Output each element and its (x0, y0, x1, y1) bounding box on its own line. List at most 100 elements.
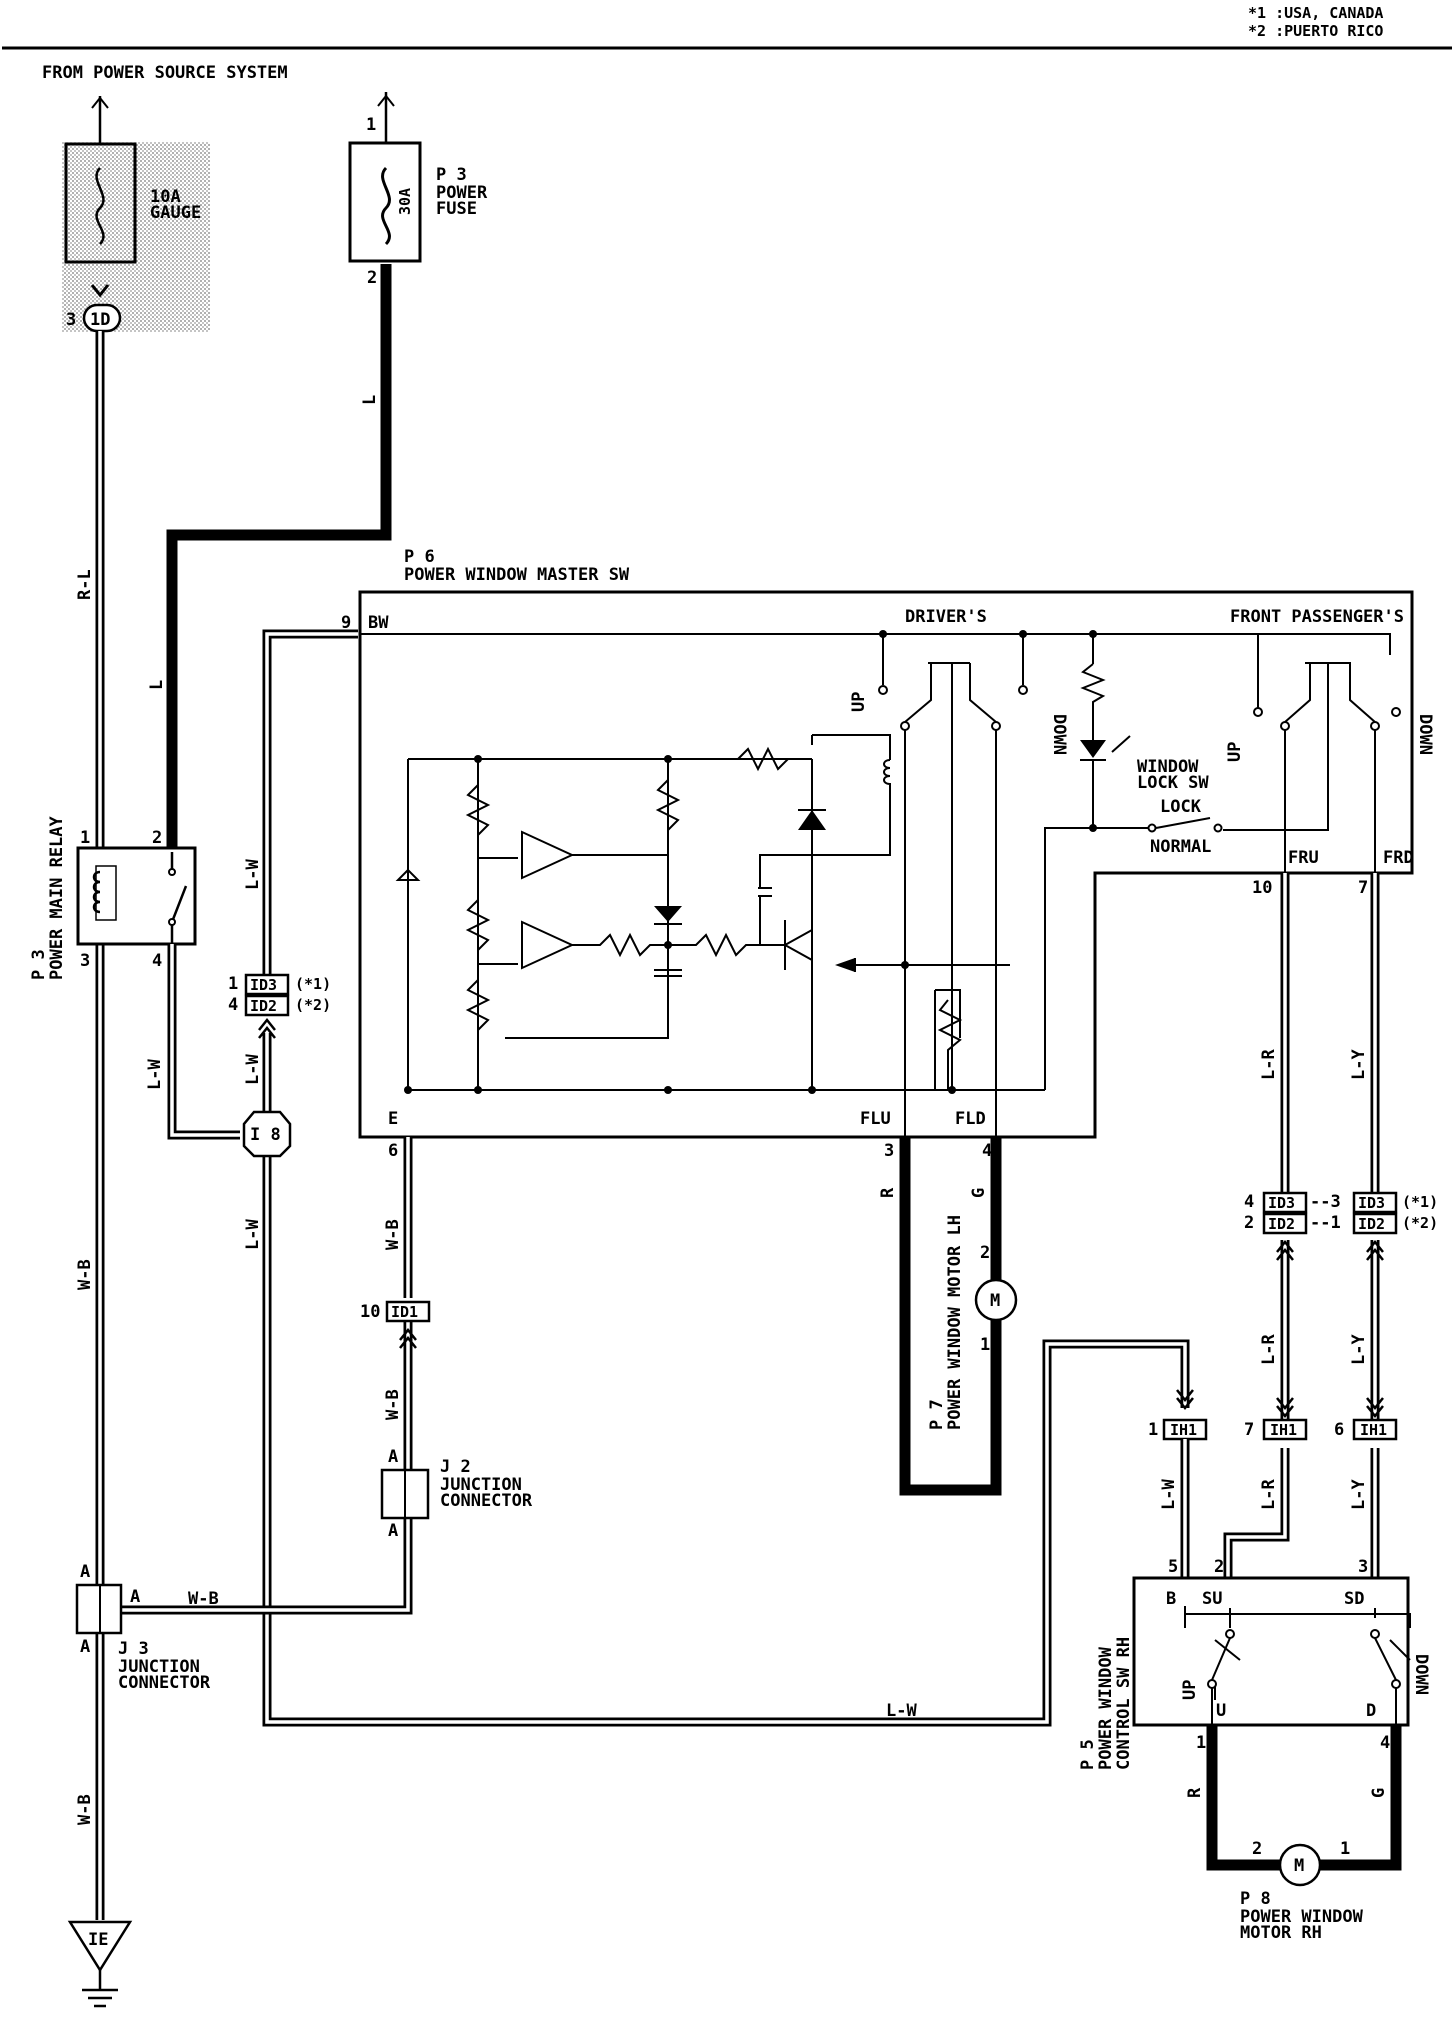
id3-mid-dash: --3 (1310, 1192, 1341, 1212)
j2-a-bottom: A (388, 1521, 398, 1541)
ground-icon (82, 1970, 118, 2008)
gauge-pin: 3 (66, 310, 76, 330)
j3-a-top: A (80, 1562, 90, 1582)
wire-label-lr1: L-R (1259, 1049, 1279, 1080)
motor-rh-m: M (1294, 1856, 1304, 1876)
connector-id2-mid-label: ID2 (1268, 1215, 1295, 1233)
connector-id3-right-label: ID3 (1358, 1194, 1385, 1212)
arrow-icon (377, 94, 395, 107)
power-fuse-box (348, 141, 422, 263)
j2-id: J 2 (440, 1457, 471, 1477)
j2-line2: CONNECTOR (440, 1491, 533, 1511)
wire-label-l2: L (147, 680, 167, 690)
connector-ih1-1-label: IH1 (1170, 1421, 1197, 1439)
wire-label-lw4: L-W (886, 1701, 917, 1721)
control-sw-internals (1184, 1606, 1411, 1725)
wire-label-ly2: L-Y (1349, 1334, 1369, 1365)
ctrl-pin3: 3 (1358, 1557, 1368, 1577)
connector-id1 (385, 1300, 431, 1323)
wire-label-wb4: W-B (383, 1389, 403, 1420)
drivers-label: DRIVER'S (905, 607, 987, 627)
relay-coil-icon (92, 870, 101, 914)
wire-label-r1: R (878, 1187, 898, 1198)
passenger-up-label: UP (1225, 742, 1245, 762)
motor-lh-m: M (990, 1291, 1000, 1311)
legend-note-1: *1 :USA, CANADA (1248, 4, 1383, 22)
ctrl-up: UP (1180, 1680, 1200, 1700)
motor-rh-line1: POWER WINDOW (1240, 1907, 1364, 1927)
id2-left-note: (*2) (295, 996, 331, 1014)
wire-label-ly3: L-Y (1349, 1479, 1369, 1510)
wire-wb-ground (120, 1137, 413, 1615)
ground-ie (67, 1920, 133, 1973)
ctrl-sd: SD (1344, 1589, 1364, 1609)
connector-id3-mid (1262, 1191, 1308, 1214)
j2-line1: JUNCTION (440, 1475, 522, 1495)
motor-rh (1278, 1843, 1322, 1887)
relay-pin-4: 4 (152, 951, 162, 971)
id3-right-note: (*1) (1402, 1193, 1438, 1211)
master-sw-internals: WINDOW LOCK SW LOCK NORMAL (360, 630, 1401, 1137)
connector-id2-left-label: ID2 (250, 997, 277, 1015)
flu-pin: 3 (884, 1141, 894, 1161)
relay-pin-3: 3 (80, 951, 90, 971)
wire-label-lw5: L-W (1159, 1479, 1179, 1510)
wire-label-wb2: W-B (75, 1794, 95, 1825)
connector-arrow-icon (258, 1017, 276, 1039)
wire-fru-frd (1223, 873, 1380, 1578)
ctrl-su: SU (1202, 1589, 1222, 1609)
connector-id3-mid-label: ID3 (1268, 1194, 1295, 1212)
ctrl-line1: POWER WINDOW (1096, 1646, 1116, 1770)
j2-a-top: A (388, 1447, 398, 1467)
ctrl-pin2: 2 (1214, 1557, 1224, 1577)
fru-pin: 10 (1252, 878, 1272, 898)
control-sw-rh (1132, 1576, 1410, 1727)
wire-label-rl: R-L (75, 569, 95, 600)
normal-label: NORMAL (1150, 837, 1211, 857)
j3-a-right: A (130, 1587, 140, 1607)
wire-label-l1: L (360, 395, 380, 405)
motor-lh-pin2: 2 (980, 1243, 990, 1263)
connector-id2-mid (1262, 1212, 1308, 1235)
ctrl-d: D (1366, 1701, 1376, 1721)
connector-arrow-icon (1276, 1239, 1384, 1261)
wire-label-lr3: L-R (1259, 1479, 1279, 1510)
lock-label: LOCK (1160, 797, 1202, 817)
power-fuse-pin-top: 1 (366, 115, 376, 135)
junction-i8-label: I 8 (250, 1125, 281, 1145)
id2-right-note: (*2) (1402, 1214, 1438, 1232)
motor-lh (974, 1278, 1018, 1322)
arrow-icon (91, 96, 109, 109)
connector-id2-left (244, 994, 290, 1017)
motor-rh-pin2: 2 (1252, 1839, 1262, 1859)
ctrl-id: P 5 (1078, 1739, 1098, 1770)
connector-1d-label: 1D (90, 310, 110, 330)
passenger-down-label: DOWN (1415, 714, 1435, 755)
wire-lw-bw (262, 629, 1190, 1727)
gauge-fuse-box (64, 142, 137, 264)
master-flu-label: FLU (860, 1109, 891, 1129)
gauge-fuse-label: GAUGE (150, 203, 201, 223)
fuse-icon (381, 166, 391, 246)
master-sw-id: P 6 (404, 547, 435, 567)
frd-pin: 7 (1358, 878, 1368, 898)
wire-label-wb1: W-B (75, 1259, 95, 1290)
motor-lh-name: POWER WINDOW MOTOR LH (945, 1215, 965, 1430)
connector-id1-label: ID1 (391, 1303, 418, 1321)
motor-lh-pin1: 1 (980, 1335, 990, 1355)
relay-id: P 3 (29, 949, 49, 980)
junction-i8 (242, 1110, 292, 1158)
power-fuse-line2: FUSE (436, 199, 477, 219)
wire-label-wb5: W-B (188, 1589, 219, 1609)
motor-rh-pin1: 1 (1340, 1839, 1350, 1859)
ctrl-b: B (1166, 1589, 1176, 1609)
driver-up-label: UP (849, 692, 869, 712)
id3-mid-pin: 4 (1244, 1192, 1254, 1212)
connector-id3-left (244, 973, 290, 996)
power-fuse-rating: 30A (396, 188, 414, 215)
ih1-7-pin: 7 (1244, 1420, 1254, 1440)
relay-pin-1: 1 (80, 828, 90, 848)
wire-label-g2: G (1369, 1788, 1389, 1798)
master-bw: BW (368, 613, 389, 633)
